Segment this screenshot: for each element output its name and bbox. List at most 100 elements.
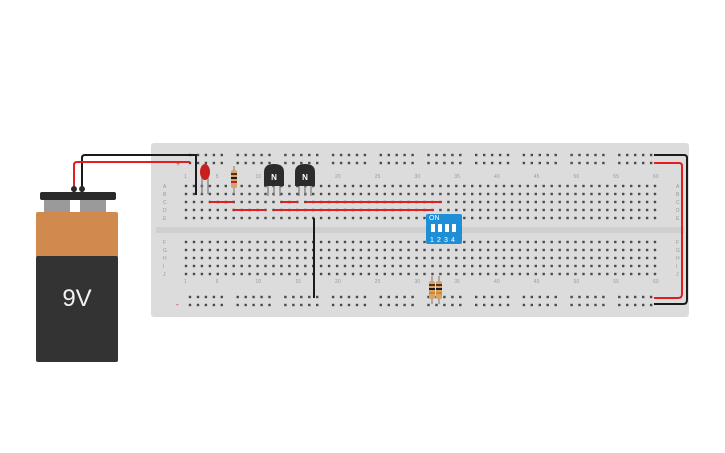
- breadboard-hole[interactable]: [192, 192, 196, 196]
- rail-hole[interactable]: [236, 153, 239, 157]
- rail-hole[interactable]: [204, 153, 208, 157]
- breadboard-hole[interactable]: [510, 184, 514, 188]
- rail-hole[interactable]: [339, 161, 343, 165]
- breadboard-hole[interactable]: [534, 264, 537, 268]
- breadboard-hole[interactable]: [606, 272, 609, 276]
- rail-hole[interactable]: [570, 295, 573, 299]
- breadboard-hole[interactable]: [622, 264, 625, 268]
- breadboard-hole[interactable]: [383, 216, 386, 220]
- breadboard-hole[interactable]: [367, 192, 371, 196]
- breadboard-hole[interactable]: [200, 240, 204, 244]
- breadboard-hole[interactable]: [296, 272, 299, 276]
- breadboard-hole[interactable]: [391, 192, 394, 196]
- breadboard-hole[interactable]: [351, 248, 355, 252]
- breadboard-hole[interactable]: [574, 200, 577, 204]
- breadboard-hole[interactable]: [359, 272, 363, 276]
- breadboard-hole[interactable]: [614, 248, 617, 252]
- breadboard-hole[interactable]: [399, 248, 402, 252]
- breadboard-hole[interactable]: [534, 192, 537, 196]
- rail-hole[interactable]: [363, 295, 367, 299]
- breadboard-hole[interactable]: [367, 240, 371, 244]
- breadboard-hole[interactable]: [494, 192, 498, 196]
- breadboard-hole[interactable]: [510, 200, 514, 204]
- breadboard-hole[interactable]: [494, 264, 498, 268]
- breadboard-hole[interactable]: [264, 200, 267, 204]
- rail-hole[interactable]: [244, 161, 247, 165]
- rail-hole[interactable]: [570, 161, 573, 165]
- breadboard-hole[interactable]: [638, 256, 641, 260]
- breadboard-hole[interactable]: [606, 184, 609, 188]
- breadboard-hole[interactable]: [391, 216, 394, 220]
- breadboard-hole[interactable]: [192, 264, 196, 268]
- rail-hole[interactable]: [618, 303, 621, 307]
- breadboard-hole[interactable]: [184, 216, 188, 220]
- breadboard-hole[interactable]: [455, 200, 458, 204]
- breadboard-hole[interactable]: [638, 200, 641, 204]
- breadboard-hole[interactable]: [319, 248, 323, 252]
- breadboard-hole[interactable]: [518, 272, 522, 276]
- rail-hole[interactable]: [411, 303, 414, 307]
- rail-hole[interactable]: [204, 161, 208, 165]
- breadboard-hole[interactable]: [304, 264, 307, 268]
- breadboard-hole[interactable]: [518, 248, 522, 252]
- breadboard-hole[interactable]: [614, 256, 617, 260]
- breadboard-hole[interactable]: [645, 192, 649, 196]
- breadboard-hole[interactable]: [351, 240, 355, 244]
- breadboard-hole[interactable]: [304, 248, 307, 252]
- breadboard-hole[interactable]: [471, 240, 474, 244]
- rail-hole[interactable]: [347, 295, 351, 299]
- breadboard-hole[interactable]: [518, 264, 522, 268]
- breadboard-hole[interactable]: [638, 248, 641, 252]
- breadboard-hole[interactable]: [264, 192, 267, 196]
- breadboard-hole[interactable]: [638, 208, 641, 212]
- breadboard-hole[interactable]: [343, 192, 347, 196]
- breadboard-hole[interactable]: [606, 208, 609, 212]
- breadboard-hole[interactable]: [232, 256, 235, 260]
- rail-hole[interactable]: [196, 153, 200, 157]
- breadboard-hole[interactable]: [407, 264, 410, 268]
- breadboard-hole[interactable]: [630, 248, 633, 252]
- breadboard-hole[interactable]: [463, 248, 466, 252]
- breadboard-hole[interactable]: [232, 248, 235, 252]
- rail-hole[interactable]: [483, 295, 486, 299]
- breadboard-hole[interactable]: [367, 248, 371, 252]
- breadboard-hole[interactable]: [327, 216, 331, 220]
- rail-hole[interactable]: [602, 295, 605, 299]
- breadboard-hole[interactable]: [494, 272, 498, 276]
- breadboard-hole[interactable]: [367, 184, 371, 188]
- breadboard-hole[interactable]: [479, 200, 482, 204]
- breadboard-hole[interactable]: [590, 272, 593, 276]
- breadboard-hole[interactable]: [645, 208, 649, 212]
- breadboard-hole[interactable]: [192, 208, 196, 212]
- rail-hole[interactable]: [594, 303, 597, 307]
- breadboard-hole[interactable]: [638, 184, 641, 188]
- breadboard-hole[interactable]: [280, 240, 283, 244]
- breadboard-hole[interactable]: [558, 216, 561, 220]
- breadboard-hole[interactable]: [622, 240, 625, 244]
- breadboard-hole[interactable]: [248, 184, 251, 188]
- breadboard-hole[interactable]: [200, 264, 204, 268]
- rail-hole[interactable]: [411, 161, 414, 165]
- breadboard-hole[interactable]: [216, 192, 219, 196]
- breadboard-hole[interactable]: [510, 192, 514, 196]
- breadboard-hole[interactable]: [502, 208, 506, 212]
- rail-hole[interactable]: [626, 303, 629, 307]
- breadboard-hole[interactable]: [510, 248, 514, 252]
- breadboard-hole[interactable]: [590, 216, 593, 220]
- breadboard-hole[interactable]: [184, 264, 188, 268]
- breadboard-hole[interactable]: [455, 248, 458, 252]
- breadboard-hole[interactable]: [391, 256, 394, 260]
- breadboard-hole[interactable]: [550, 256, 553, 260]
- breadboard-hole[interactable]: [645, 248, 649, 252]
- breadboard-hole[interactable]: [288, 248, 291, 252]
- rail-hole[interactable]: [292, 161, 295, 165]
- breadboard-hole[interactable]: [447, 192, 450, 196]
- breadboard-hole[interactable]: [518, 240, 522, 244]
- rail-hole[interactable]: [522, 161, 526, 165]
- breadboard-hole[interactable]: [359, 240, 363, 244]
- breadboard-hole[interactable]: [192, 240, 196, 244]
- breadboard-hole[interactable]: [463, 240, 466, 244]
- breadboard-hole[interactable]: [296, 216, 299, 220]
- rail-hole[interactable]: [308, 295, 311, 299]
